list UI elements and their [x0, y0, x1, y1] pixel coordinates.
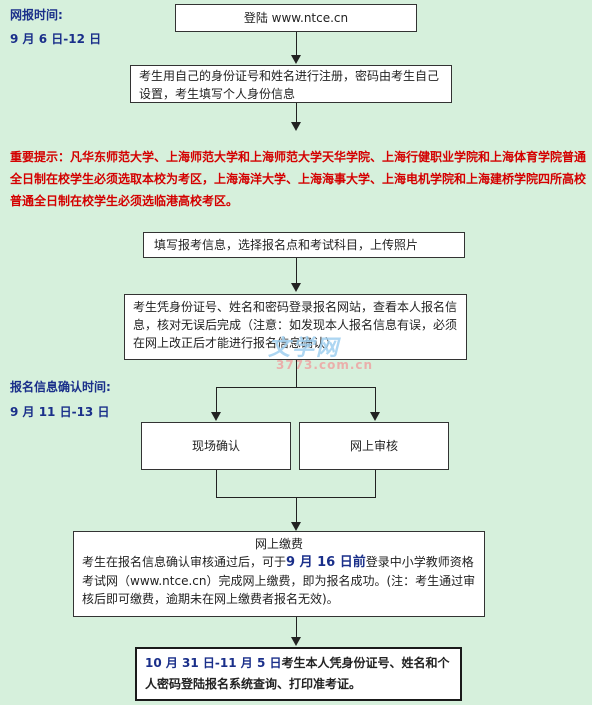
- step-register-box: 考生用自己的身份证号和姓名进行注册，密码由考生自己设置，考生填写个人身份信息: [130, 65, 452, 103]
- arrow-down-icon: [370, 412, 380, 421]
- registration-time-label: 网报时间:: [10, 8, 63, 22]
- important-notice: 重要提示：凡华东师范大学、上海师范大学和上海师范大学天华学院、上海行健职业学院和…: [10, 150, 587, 208]
- connector-line: [296, 497, 297, 523]
- step-fill-info-text: 填写报考信息，选择报名点和考试科目，上传照片: [154, 238, 419, 252]
- arrow-down-icon: [211, 412, 221, 421]
- arrow-down-icon: [291, 637, 301, 646]
- payment-title: 网上缴费: [254, 537, 303, 551]
- confirmation-time-label: 报名信息确认时间:: [10, 380, 111, 394]
- connector-line: [216, 387, 217, 413]
- connector-line: [296, 360, 297, 388]
- connector-line: [216, 387, 376, 388]
- arrow-down-icon: [291, 283, 301, 292]
- confirmation-time-dates: 9 月 11 日-13 日: [10, 405, 110, 419]
- admission-dates: 10 月 31 日-11 月 5 日: [145, 656, 282, 670]
- step-login-box: 登陆 www.ntce.cn: [175, 4, 417, 32]
- registration-time-dates: 9 月 6 日-12 日: [10, 32, 102, 46]
- connector-line: [296, 258, 297, 284]
- connector-line: [216, 470, 217, 498]
- step-verify-text: 考生凭身份证号、姓名和密码登录报名网站，查看本人报名信息，核对无误后完成（注意：…: [133, 300, 458, 350]
- payment-text-part1: 考生在报名信息确认审核通过后，可于: [82, 555, 287, 569]
- watermark-logo: 文学网: [268, 336, 341, 361]
- payment-deadline: 9 月 16 日前: [286, 555, 366, 570]
- watermark-domain: 3773.com.cn: [276, 358, 374, 372]
- step-login-text: 登陆 www.ntce.cn: [243, 11, 349, 25]
- arrow-down-icon: [291, 522, 301, 531]
- connector-line: [296, 617, 297, 639]
- step-admission-ticket-box: 10 月 31 日-11 月 5 日考生本人凭身份证号、姓名和个人密码登陆报名系…: [135, 647, 462, 701]
- payment-text-part2: 登录中小学教师资格考试网（www.ntce.cn）完成网上缴费，即为报名成功。(…: [82, 555, 476, 606]
- admission-text: 考生本人凭身份证号、姓名和个人密码登陆报名系统查询、打印准考证。: [145, 656, 450, 691]
- arrow-down-icon: [291, 122, 301, 131]
- step-register-text: 考生用自己的身份证号和姓名进行注册，密码由考生自己设置，考生填写个人身份信息: [139, 69, 440, 101]
- step-fill-info-box: 填写报考信息，选择报名点和考试科目，上传照片: [143, 232, 465, 258]
- connector-line: [375, 470, 376, 498]
- connector-line: [296, 32, 297, 56]
- connector-line: [375, 387, 376, 413]
- online-review-text: 网上审核: [349, 439, 398, 453]
- connector-line: [296, 103, 297, 123]
- onsite-confirmation-text: 现场确认: [191, 439, 240, 453]
- step-payment-box: 网上缴费 考生在报名信息确认审核通过后，可于9 月 16 日前登录中小学教师资格…: [73, 531, 485, 617]
- online-review-box: 网上审核: [299, 422, 449, 470]
- onsite-confirmation-box: 现场确认: [141, 422, 291, 470]
- step-verify-box: 考生凭身份证号、姓名和密码登录报名网站，查看本人报名信息，核对无误后完成（注意：…: [124, 294, 467, 360]
- arrow-down-icon: [291, 55, 301, 64]
